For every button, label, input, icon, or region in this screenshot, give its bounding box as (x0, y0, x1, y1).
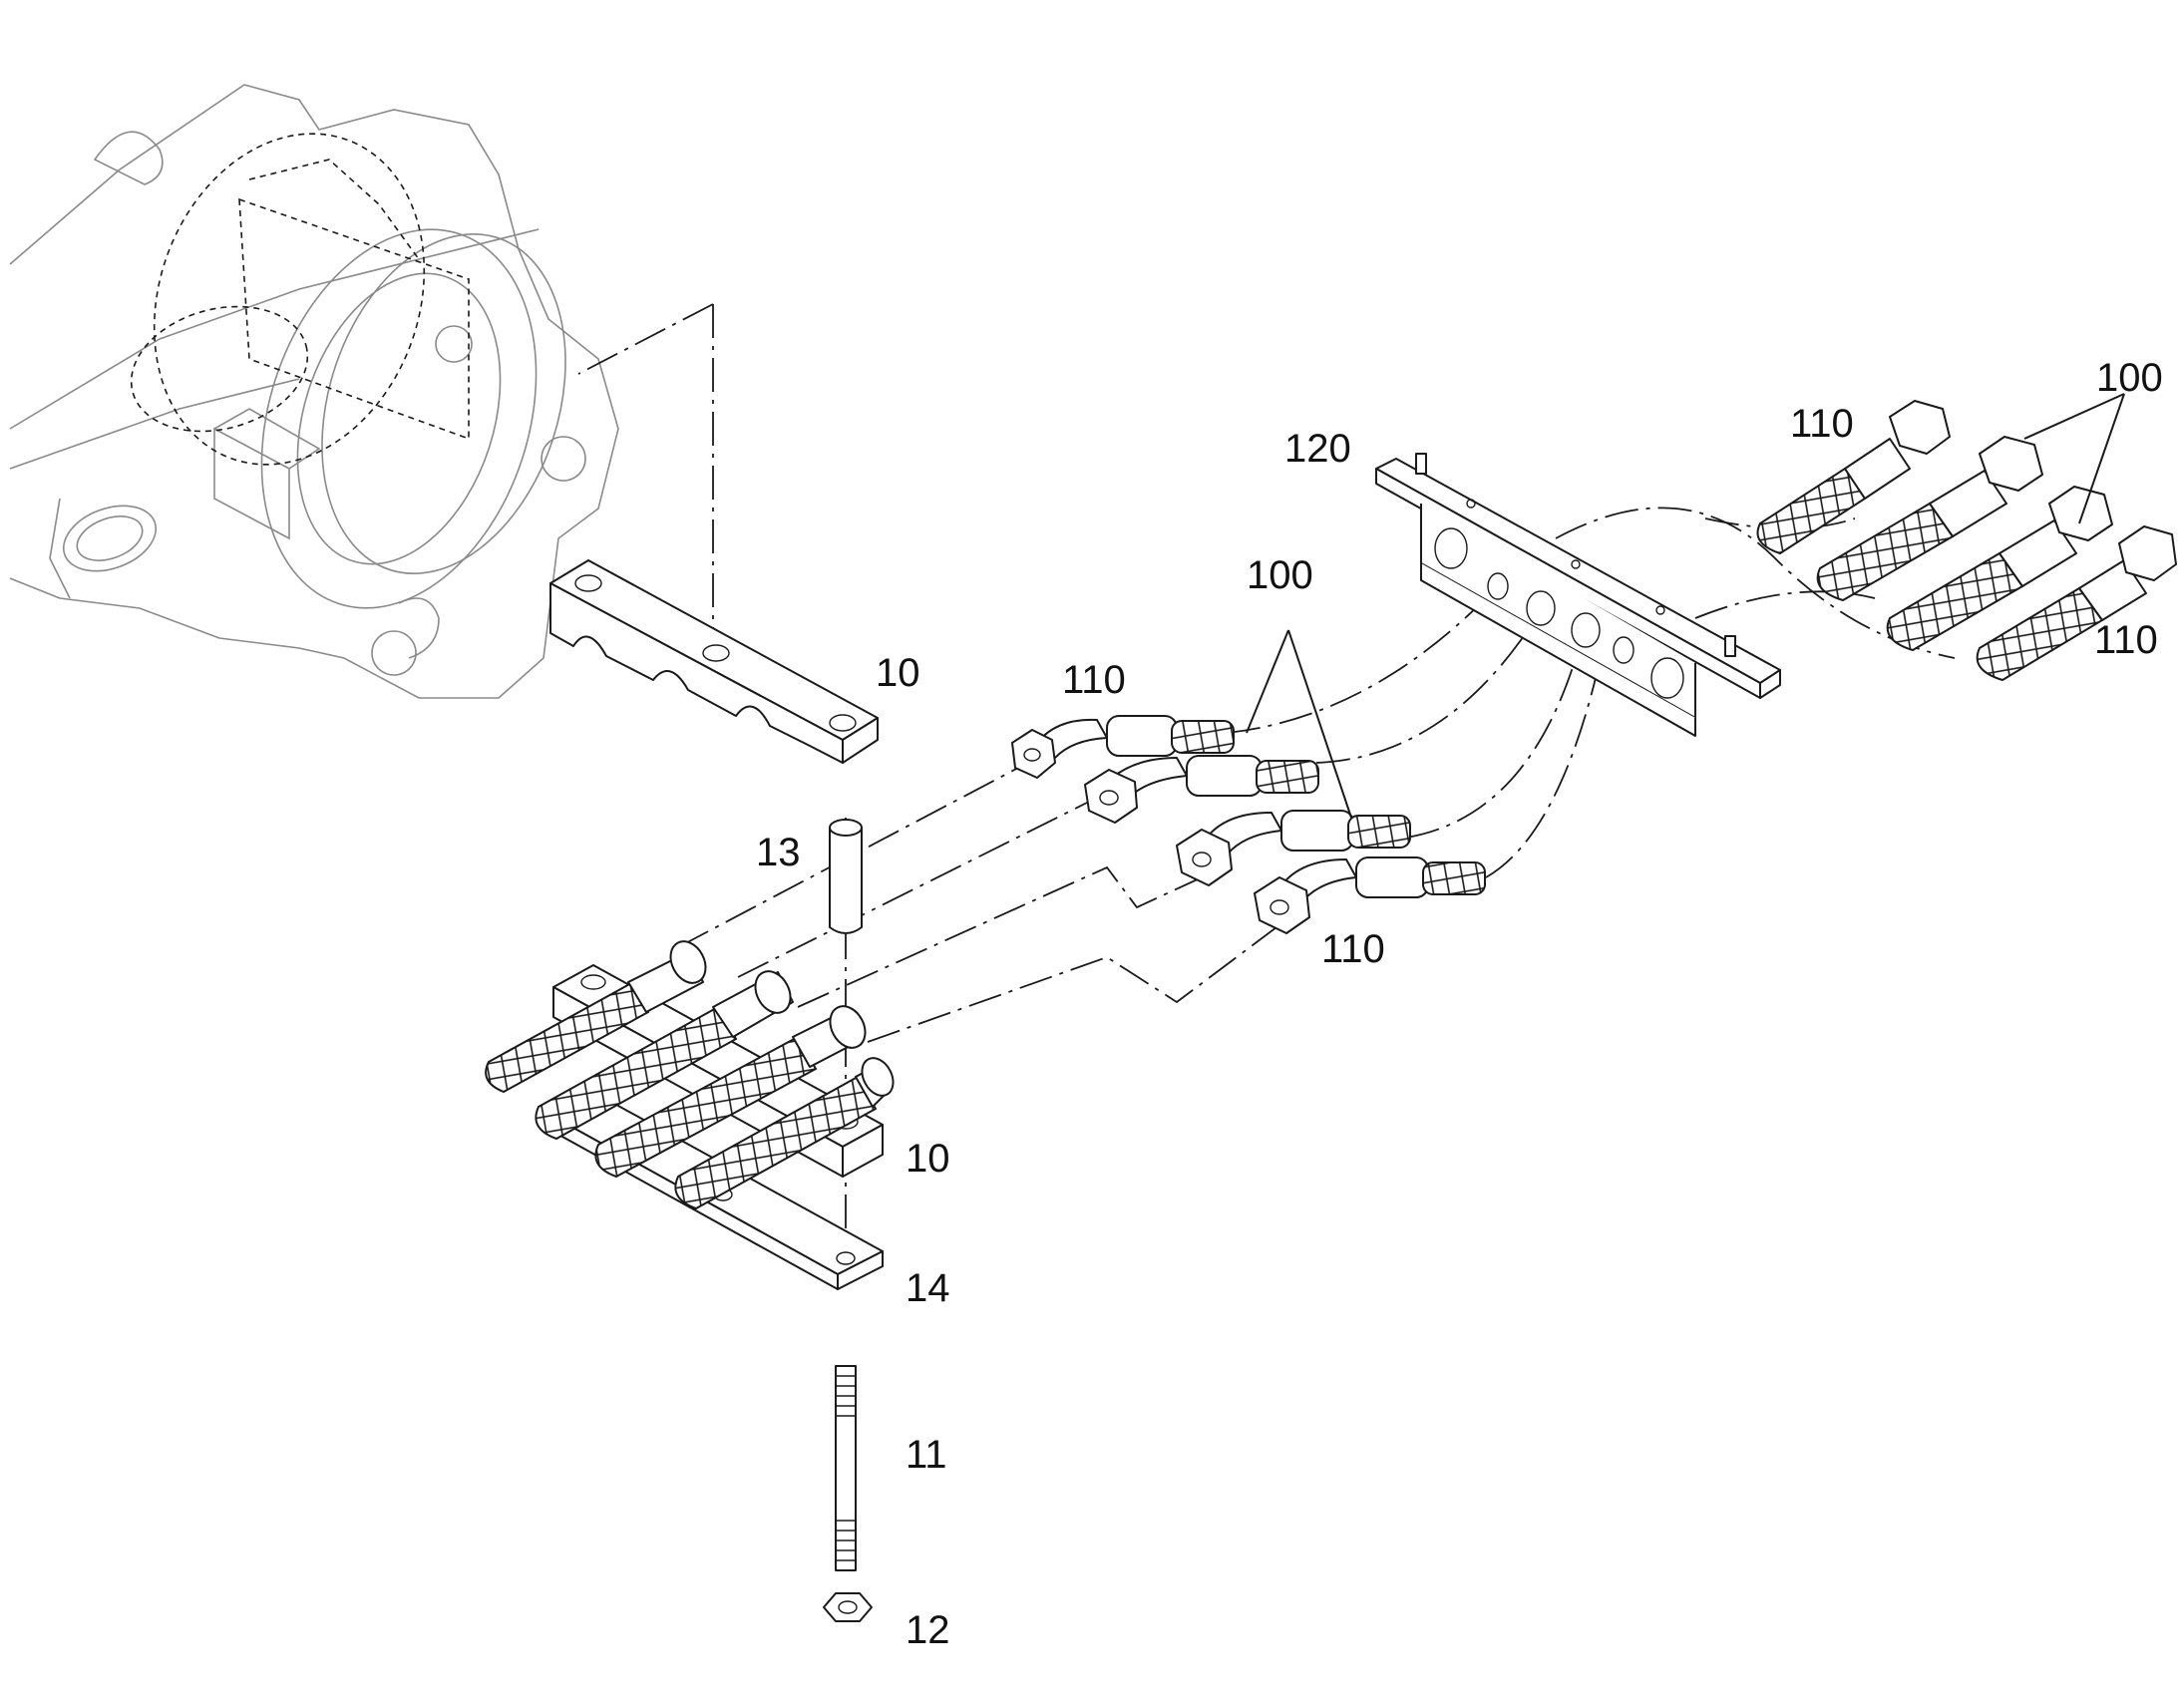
bulkhead-bracket (1375, 453, 1781, 737)
hoses-lower-clamp (485, 940, 895, 1210)
callout-110-right-top: 110 (1790, 402, 1854, 446)
callout-10-top: 10 (876, 651, 920, 695)
callout-110-lower: 110 (1321, 927, 1385, 971)
callout-12: 12 (906, 1608, 950, 1652)
axle-housing-frame (9, 84, 619, 699)
callout-14: 14 (906, 1266, 950, 1310)
callout-100-middle: 100 (1247, 553, 1313, 597)
callout-13: 13 (756, 831, 801, 874)
spacer-sleeve (829, 819, 863, 934)
hoses-right (1756, 400, 2177, 682)
callout-100-right: 100 (2096, 356, 2163, 400)
elbow-fittings-center (1011, 715, 1486, 934)
clamp-half-top (549, 559, 879, 764)
callout-10-bottom: 10 (906, 1137, 950, 1181)
callout-11: 11 (906, 1433, 947, 1477)
callout-110-middle: 110 (1062, 658, 1126, 702)
callout-120: 120 (1284, 427, 1351, 471)
hex-nut (823, 1592, 873, 1622)
threaded-stud (835, 1365, 857, 1571)
callout-labels: 10 13 10 14 11 12 120 110 100 110 110 10… (756, 356, 2163, 1652)
callout-110-right-bottom: 110 (2094, 618, 2158, 662)
callout-leaders (1246, 393, 2125, 819)
